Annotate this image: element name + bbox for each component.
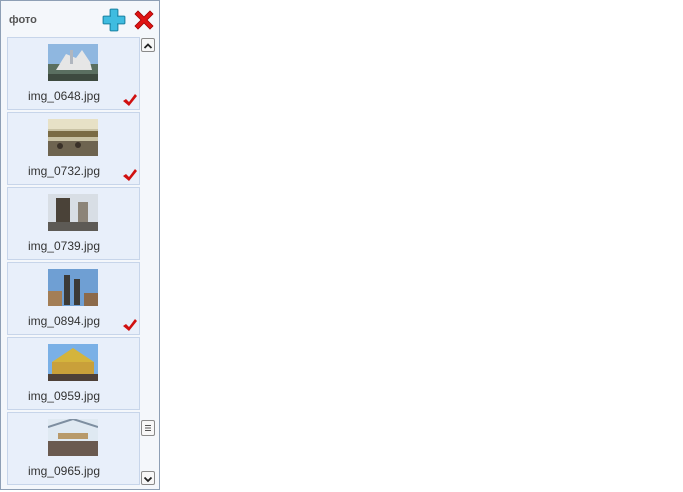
photo-item[interactable]: img_0894.jpg: [7, 262, 140, 335]
scroll-thumb[interactable]: [141, 420, 155, 436]
photo-filename: img_0965.jpg: [27, 464, 101, 478]
delete-photo-button[interactable]: [132, 8, 156, 32]
photo-item[interactable]: img_0732.jpg: [7, 112, 140, 185]
scroll-down-button[interactable]: [141, 471, 155, 485]
scrollbar[interactable]: [141, 38, 156, 488]
photo-thumbnail: [48, 119, 98, 156]
grip-icon: [145, 425, 151, 431]
photo-item[interactable]: img_0965.jpg: [7, 412, 140, 485]
photo-item[interactable]: img_0739.jpg: [7, 187, 140, 260]
photo-filename: img_0894.jpg: [27, 314, 101, 328]
scroll-up-button[interactable]: [141, 38, 155, 52]
checkmark-icon: [123, 94, 137, 106]
photo-filename: img_0739.jpg: [27, 239, 101, 253]
photo-item[interactable]: img_0648.jpg: [7, 37, 140, 110]
photo-filename: img_0959.jpg: [27, 389, 101, 403]
plus-icon: [102, 8, 126, 32]
photo-list: img_0648.jpg img_0732.jpg: [7, 37, 140, 488]
photo-thumbnail: [48, 194, 98, 231]
panel-title: фото: [9, 14, 37, 26]
photo-panel: фото img_0648.jpg: [0, 0, 160, 490]
checkmark-icon: [123, 319, 137, 331]
add-photo-button[interactable]: [101, 7, 127, 33]
photo-thumbnail: [48, 269, 98, 306]
close-icon: [134, 10, 154, 30]
chevron-up-icon: [143, 43, 153, 49]
photo-thumbnail: [48, 344, 98, 381]
photo-item[interactable]: img_0959.jpg: [7, 337, 140, 410]
checkmark-icon: [123, 169, 137, 181]
chevron-down-icon: [143, 476, 153, 483]
photo-filename: img_0648.jpg: [27, 89, 101, 103]
photo-thumbnail: [48, 419, 98, 456]
photo-filename: img_0732.jpg: [27, 164, 101, 178]
photo-thumbnail: [48, 44, 98, 81]
